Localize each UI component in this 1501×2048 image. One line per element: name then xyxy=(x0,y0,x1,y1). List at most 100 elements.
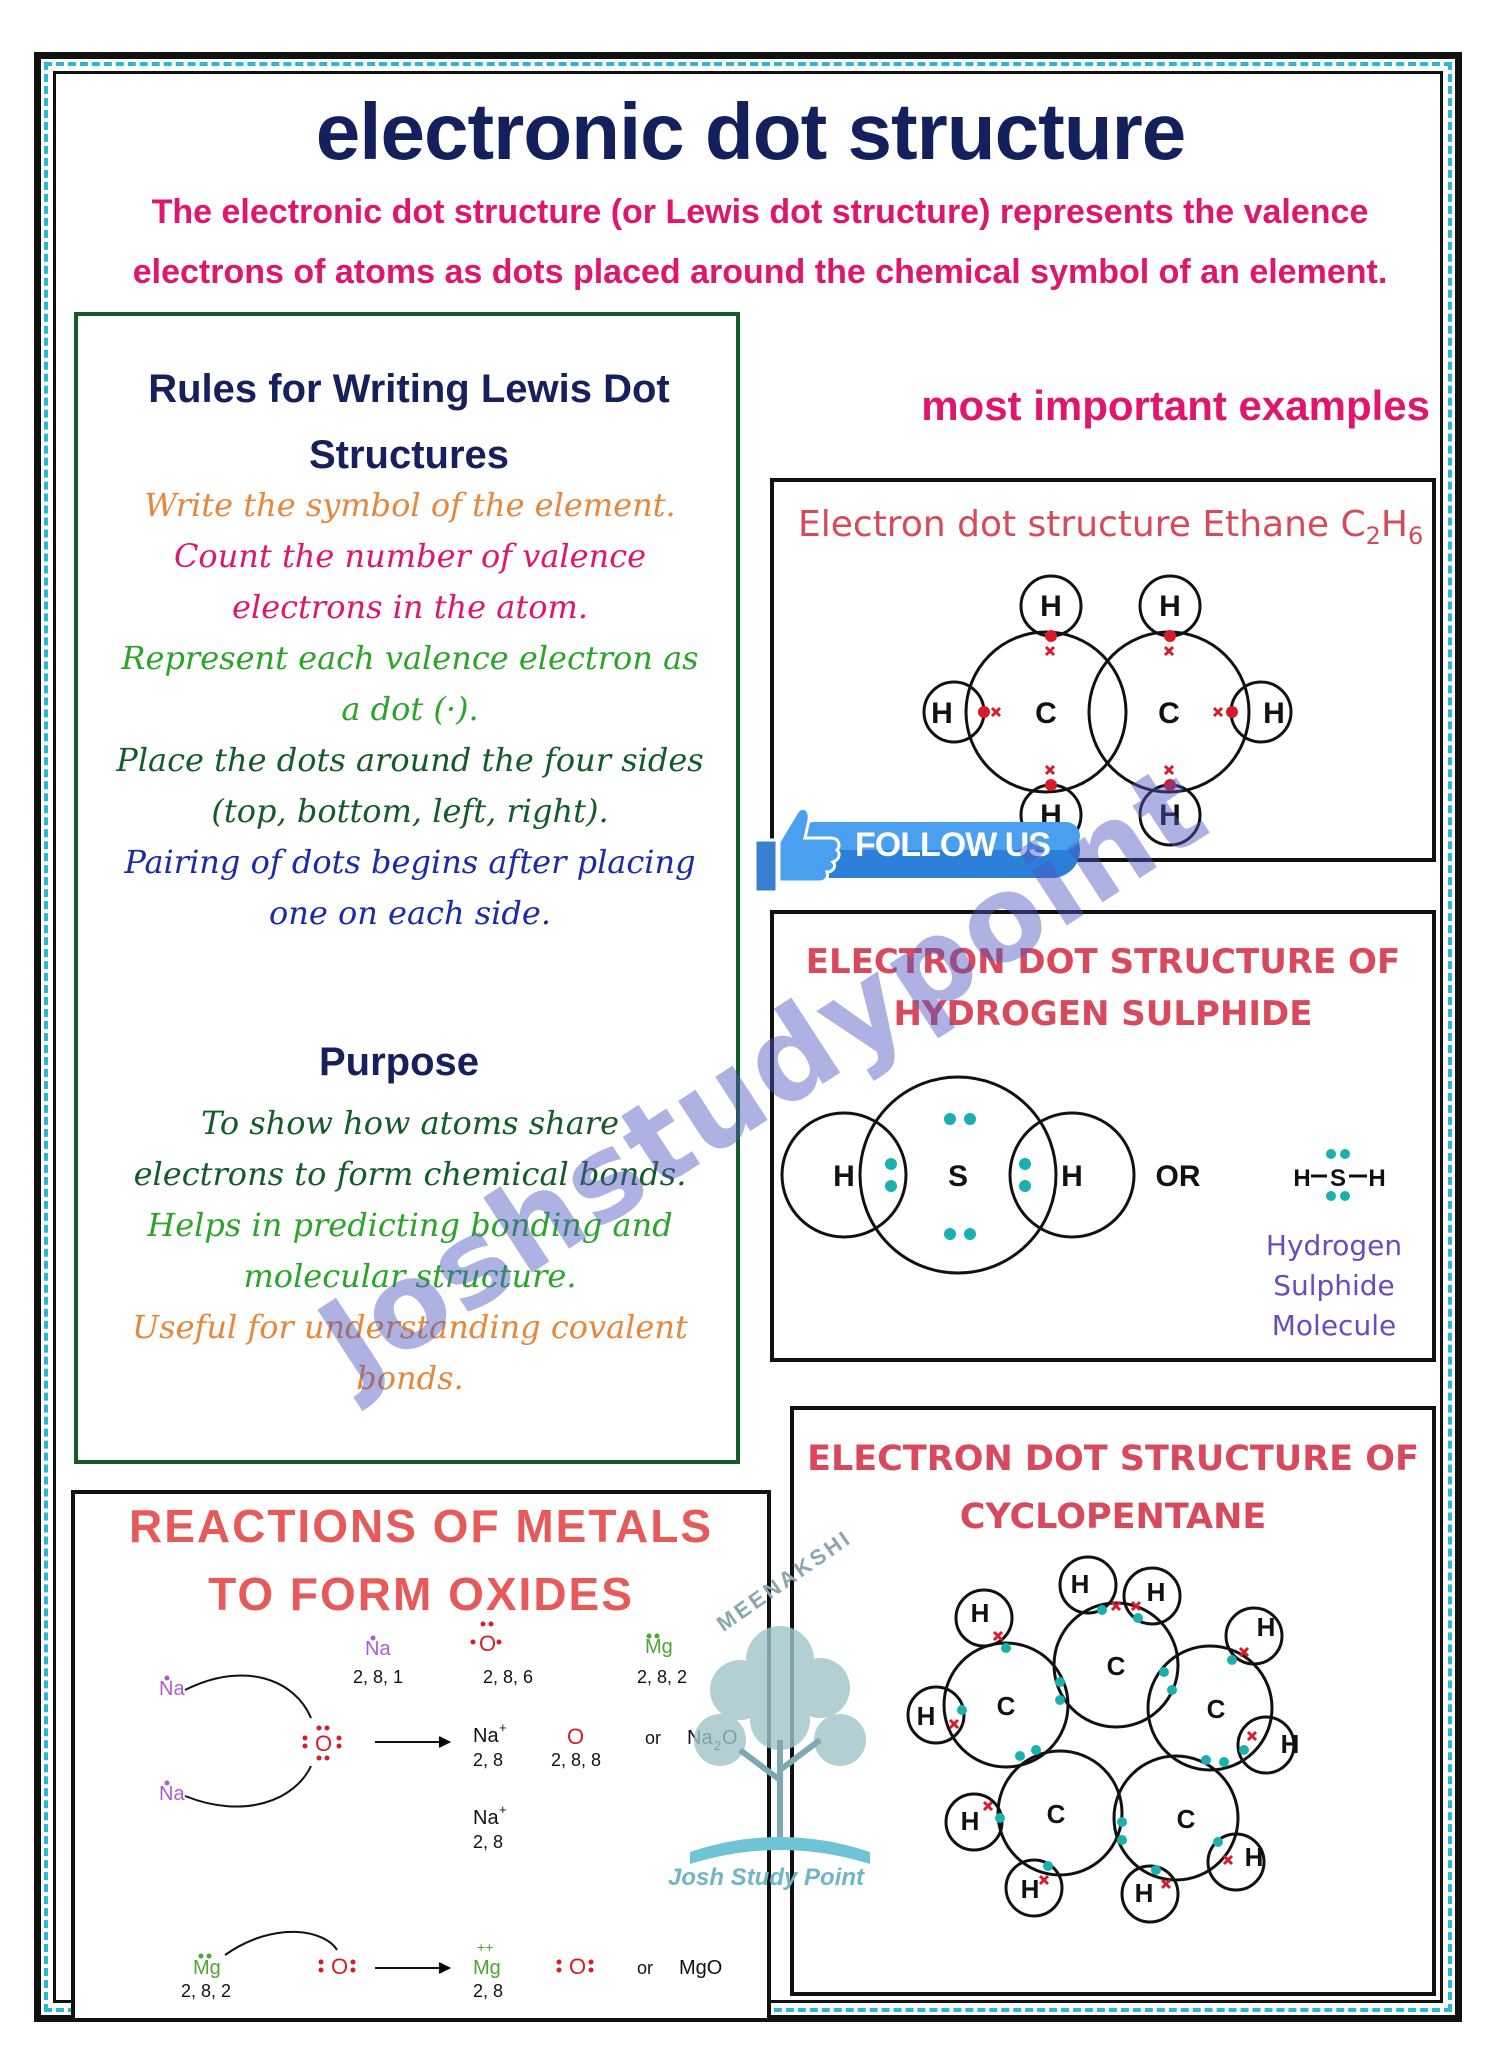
mgo-label: MgO xyxy=(679,1957,722,1979)
h2s-caption-line-2: Sulphide xyxy=(1273,1269,1395,1302)
cyclopentane-title-line-1: ELECTRON DOT STRUCTURE OF xyxy=(807,1439,1419,1479)
cyclopentane-diagram: C C C C C H H H H H H H H H H xyxy=(906,1555,1300,1924)
purpose-line: Useful for understanding covalent xyxy=(132,1308,688,1346)
mg-config: 2, 8, 2 xyxy=(181,1981,231,2001)
ethane-title: Electron dot structure Ethane C2H6 xyxy=(798,504,1423,550)
cyclo-c: C xyxy=(1177,1804,1196,1834)
h2s-caption-line-1: Hydrogen xyxy=(1265,1229,1403,1262)
cyclo-h: H xyxy=(1245,1842,1264,1872)
cyclopentane-title-line-2: CYCLOPENTANE xyxy=(959,1497,1267,1537)
o-label: O xyxy=(567,1724,584,1749)
h2s-or: OR xyxy=(1156,1160,1201,1193)
intro-text: The electronic dot structure (or Lewis d… xyxy=(120,182,1400,302)
cyclo-c: C xyxy=(1047,1799,1066,1829)
rule-line: a dot (·). xyxy=(341,690,479,728)
mg-label: Mg xyxy=(473,1957,501,1979)
purpose-line: To show how atoms share xyxy=(200,1104,620,1142)
rule-line: Represent each valence electron as xyxy=(121,639,699,677)
ethane-h: H xyxy=(1159,799,1181,832)
purpose-line: Helps in predicting bonding and xyxy=(147,1206,673,1244)
o-config: 2, 8, 6 xyxy=(483,1667,533,1687)
cyclo-h: H xyxy=(1135,1878,1154,1908)
o-label: O xyxy=(479,1631,496,1656)
ethane-h: H xyxy=(931,697,953,730)
cyclo-h: H xyxy=(917,1701,936,1731)
o-label: O xyxy=(569,1954,586,1979)
ethane-h: H xyxy=(1263,697,1285,730)
ethane-c: C xyxy=(1158,697,1180,730)
intro-line-2: electrons of atoms as dots placed around… xyxy=(132,253,1388,291)
cyclo-c: C xyxy=(1207,1694,1226,1724)
josh-study-point-logo xyxy=(690,1626,870,1864)
na-label: Na xyxy=(365,1638,391,1660)
plus-sign: + xyxy=(499,1802,507,1817)
na-label: Na xyxy=(159,1678,185,1700)
o-label: O xyxy=(315,1731,332,1756)
rules-title-line-2: Structures xyxy=(308,433,510,477)
mg-config: 2, 8, 2 xyxy=(637,1667,687,1687)
config-28: 2, 8 xyxy=(473,1832,503,1852)
cyclo-c: C xyxy=(1107,1651,1126,1681)
na-plus-label: Na xyxy=(473,1725,499,1747)
cyclo-h: H xyxy=(1257,1612,1276,1642)
rule-line: Place the dots around the four sides xyxy=(116,741,704,779)
h2s-title-line-2: HYDROGEN SULPHIDE xyxy=(893,994,1313,1034)
cyclopentane-panel: ELECTRON DOT STRUCTURE OF CYCLOPENTANE C… xyxy=(790,1406,1436,1996)
cyclo-h: H xyxy=(1147,1577,1166,1607)
h2s-title: ELECTRON DOT STRUCTURE OF HYDROGEN SULPH… xyxy=(774,936,1432,1040)
rules-title-line-1: Rules for Writing Lewis Dot xyxy=(148,367,670,411)
rule-line: electrons in the atom. xyxy=(232,588,588,626)
ethane-h: H xyxy=(1159,590,1181,623)
mg-label: Mg xyxy=(645,1636,673,1658)
h2s-caption-line-3: Molecule xyxy=(1271,1309,1397,1342)
rules-title: Rules for Writing Lewis Dot Structures xyxy=(74,356,744,488)
ethane-h: H xyxy=(1040,590,1062,623)
purpose-line: electrons to form chemical bonds. xyxy=(133,1155,687,1193)
rules-list: Write the symbol of the element. Count t… xyxy=(80,480,740,939)
o-label: O xyxy=(331,1954,348,1979)
formula-h: H xyxy=(1368,1165,1385,1192)
ethane-title-h: H xyxy=(1380,504,1408,545)
mg-label: Mg xyxy=(193,1957,221,1979)
rule-line: Write the symbol of the element. xyxy=(144,486,676,524)
logo-label: Josh Study Point xyxy=(668,1864,865,1891)
rule-line: Count the number of valence xyxy=(173,537,647,575)
config-28: 2, 8 xyxy=(473,1750,503,1770)
h2s-diagram: H S H OR H S H xyxy=(780,1075,1386,1275)
plus-sign: + xyxy=(499,1720,507,1735)
purpose-line: bonds. xyxy=(356,1359,464,1397)
purpose-title: Purpose xyxy=(318,1040,480,1084)
follow-us-label[interactable]: FOLLOW US xyxy=(855,826,1051,864)
or-label: or xyxy=(637,1958,653,1978)
rule-line: (top, bottom, left, right). xyxy=(211,792,609,830)
ethane-title-text: Electron dot structure Ethane C xyxy=(798,504,1366,545)
na-label: Na xyxy=(159,1783,185,1805)
metals-panel xyxy=(71,1490,771,2022)
formula-s: S xyxy=(1330,1165,1346,1192)
formula-h: H xyxy=(1293,1165,1310,1192)
na-plus-label: Na xyxy=(473,1807,499,1829)
rule-line: one on each side. xyxy=(269,894,551,932)
metals-title: REACTIONS OF METALS TO FORM OXIDES xyxy=(71,1492,771,1628)
config-28: 2, 8 xyxy=(473,1981,503,2001)
cyclopentane-title: ELECTRON DOT STRUCTURE OF CYCLOPENTANE xyxy=(794,1430,1432,1546)
ethane-subscript-2: 6 xyxy=(1408,522,1424,551)
config-288: 2, 8, 8 xyxy=(551,1750,601,1770)
cyclo-h: H xyxy=(1281,1729,1300,1759)
metals-title-line-2: TO FORM OXIDES xyxy=(208,1568,634,1620)
cyclo-h: H xyxy=(961,1806,980,1836)
rule-line: Pairing of dots begins after placing xyxy=(124,843,696,881)
or-label: or xyxy=(645,1728,661,1748)
page-title: electronic dot structure xyxy=(315,87,1187,176)
h2s-h: H xyxy=(1061,1160,1083,1193)
follow-us-badge[interactable] xyxy=(745,800,1085,896)
h2s-s: S xyxy=(948,1160,968,1193)
examples-heading: most important examples xyxy=(921,382,1430,429)
ethane-panel: Electron dot structure Ethane C2H6 H H H… xyxy=(770,478,1436,862)
h2s-panel: ELECTRON DOT STRUCTURE OF HYDROGEN SULPH… xyxy=(770,910,1436,1362)
cyclo-h: H xyxy=(1071,1569,1090,1599)
intro-line-1: The electronic dot structure (or Lewis d… xyxy=(151,193,1369,231)
rules-panel xyxy=(74,312,740,1464)
h2s-h: H xyxy=(833,1160,855,1193)
plus-plus: ++ xyxy=(477,1939,493,1955)
